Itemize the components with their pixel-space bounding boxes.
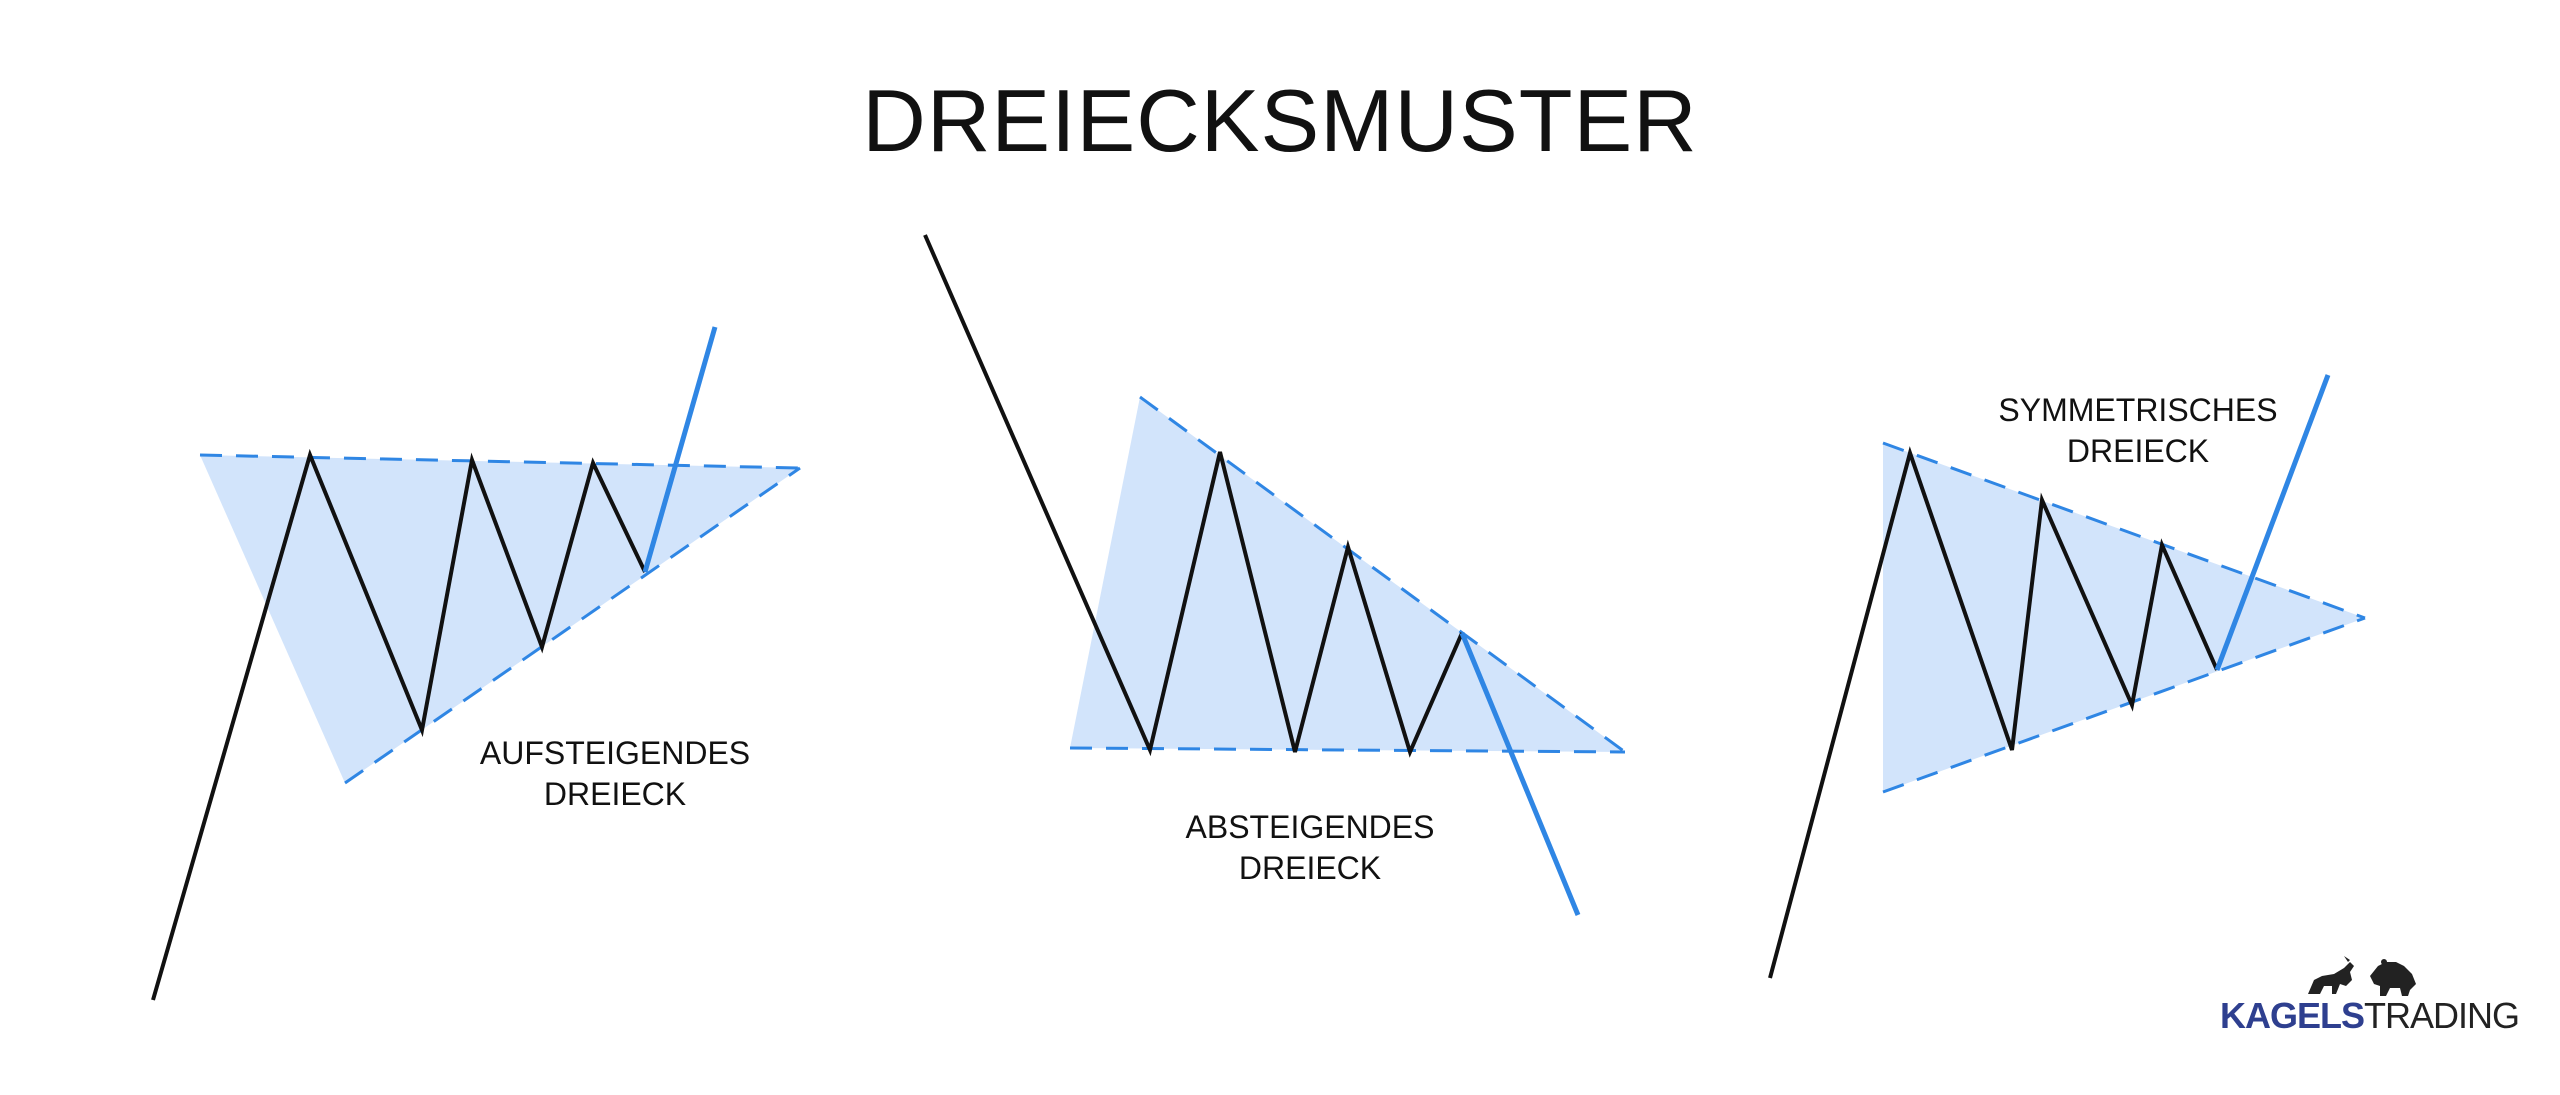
symmetric-breakout-line	[2214, 374, 2331, 671]
pattern-ascending-triangle	[151, 326, 801, 1001]
symmetric-lower-line	[1882, 616, 2366, 794]
pattern-descending-triangle	[923, 234, 1626, 916]
label-symmetric-line1: SYMMETRISCHES	[1998, 392, 2278, 428]
pattern-symmetric-triangle	[1768, 374, 2366, 979]
descending-resistance-line	[1139, 395, 1626, 754]
label-symmetric-triangle: SYMMETRISCHES DREIECK	[1978, 390, 2298, 472]
kagelstrading-logo: KAGELSTRADING	[2220, 950, 2520, 1040]
label-descending-triangle: ABSTEIGENDES DREIECK	[1150, 807, 1470, 889]
bull-icon	[2308, 956, 2354, 994]
logo-part2: TRADING	[2364, 995, 2520, 1036]
page-title: DREIECKSMUSTER	[862, 71, 1698, 170]
label-descending-line1: ABSTEIGENDES	[1185, 809, 1435, 845]
logo-mark	[2308, 956, 2416, 996]
label-ascending-line2: DREIECK	[543, 776, 687, 812]
descending-price-path	[923, 234, 1464, 758]
ascending-price-path	[151, 448, 647, 1001]
ascending-breakout-line	[642, 326, 718, 573]
ascending-resistance-line	[199, 453, 801, 470]
label-ascending-triangle: AUFSTEIGENDES DREIECK	[455, 733, 775, 815]
symmetric-price-path	[1768, 446, 2219, 979]
ascending-triangle-fill	[200, 455, 800, 783]
logo-part1: KAGELS	[2220, 995, 2365, 1036]
label-descending-line2: DREIECK	[1238, 850, 1382, 886]
symmetric-triangle-fill	[1883, 443, 2365, 792]
symmetric-upper-line	[1882, 441, 2366, 620]
bear-icon	[2370, 959, 2416, 996]
descending-support-line	[1069, 746, 1626, 754]
label-symmetric-line2: DREIECK	[2066, 433, 2210, 469]
descending-breakout-line	[1459, 632, 1581, 916]
descending-triangle-fill	[1070, 397, 1625, 752]
logo-wordmark: KAGELSTRADING	[2220, 995, 2520, 1037]
label-ascending-line1: AUFSTEIGENDES	[479, 735, 751, 771]
